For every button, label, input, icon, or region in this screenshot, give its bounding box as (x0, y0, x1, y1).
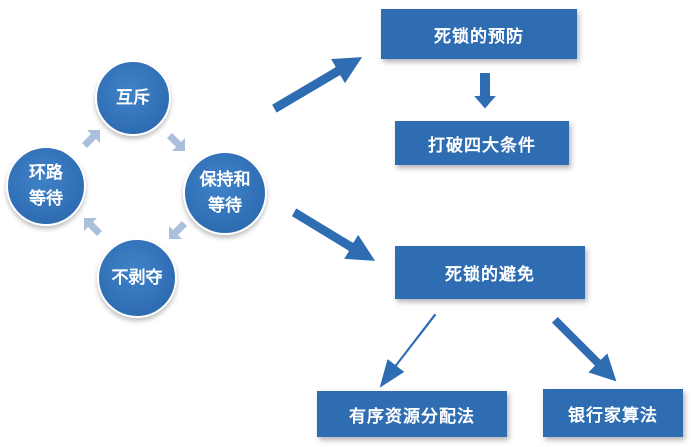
arrow-prevention-to-child (471, 71, 499, 111)
cycle-arrow-left-to-top (82, 130, 100, 148)
node-hold-and-wait-line1: 保持和 (199, 170, 251, 190)
node-mutual-exclusion-label: 互斥 (116, 88, 150, 108)
box-break-four-conditions-label: 打破四大条件 (428, 135, 536, 156)
node-hold-and-wait-line2: 等待 (208, 196, 242, 216)
box-ordered-resource-allocation: 有序资源分配法 (317, 391, 507, 437)
node-circular-wait-line2: 等待 (29, 189, 63, 209)
cycle-arrow-right-to-bottom (169, 221, 187, 239)
node-circular-wait-line1: 环路 (29, 163, 63, 183)
cycle-arrow-bottom-to-left (84, 218, 102, 236)
cycle-arrow-top-to-right (167, 133, 185, 151)
arrow-to-avoidance (289, 206, 378, 263)
box-ordered-resource-allocation-label: 有序资源分配法 (349, 406, 475, 427)
cycle-arrows (82, 130, 187, 239)
box-deadlock-prevention: 死锁的预防 (381, 9, 577, 59)
node-no-preemption-label: 不剥夺 (111, 268, 163, 288)
node-circular-wait-label: 环路 等待 (29, 160, 63, 212)
node-hold-and-wait-label: 保持和 等待 (200, 167, 251, 219)
arrow-to-banker (549, 314, 619, 384)
arrow-to-ordered-allocation (377, 311, 439, 391)
box-deadlock-avoidance-label: 死锁的避免 (445, 265, 535, 285)
node-circular-wait: 环路 等待 (6, 146, 86, 226)
node-mutual-exclusion: 互斥 (95, 60, 171, 136)
node-hold-and-wait: 保持和 等待 (183, 151, 267, 235)
box-deadlock-avoidance: 死锁的避免 (395, 246, 585, 299)
box-deadlock-prevention-label: 死锁的预防 (434, 26, 524, 47)
box-bankers-algorithm: 银行家算法 (543, 389, 683, 437)
box-break-four-conditions: 打破四大条件 (395, 121, 569, 165)
arrow-to-prevention (269, 55, 365, 115)
node-no-preemption: 不剥夺 (97, 238, 177, 318)
box-bankers-algorithm-label: 银行家算法 (568, 405, 658, 426)
